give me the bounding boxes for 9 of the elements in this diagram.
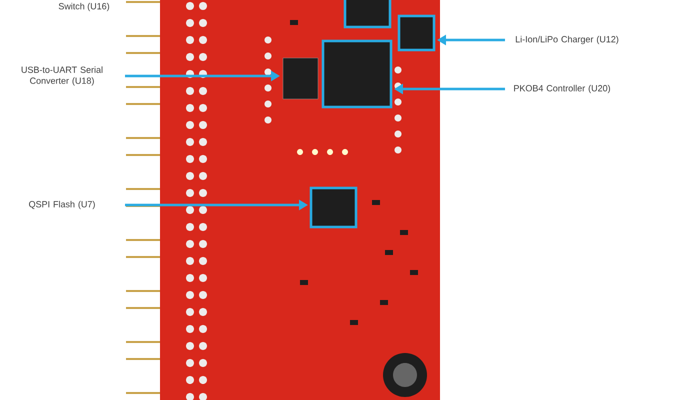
highlight-box <box>310 186 358 228</box>
callout-text: PKOB4 Controller (U20) <box>514 84 610 94</box>
callout-text: QSPI Flash (U7) <box>29 200 95 210</box>
callout-text: Li-Ion/LiPo Charger (U12) <box>516 36 618 44</box>
callout-text: USB-to-UART Serial Converter (U18) <box>22 66 102 86</box>
highlight-box <box>322 40 392 108</box>
callout-text: Switch (U16) <box>58 2 110 12</box>
highlight-box <box>398 14 436 52</box>
chip <box>282 58 318 100</box>
